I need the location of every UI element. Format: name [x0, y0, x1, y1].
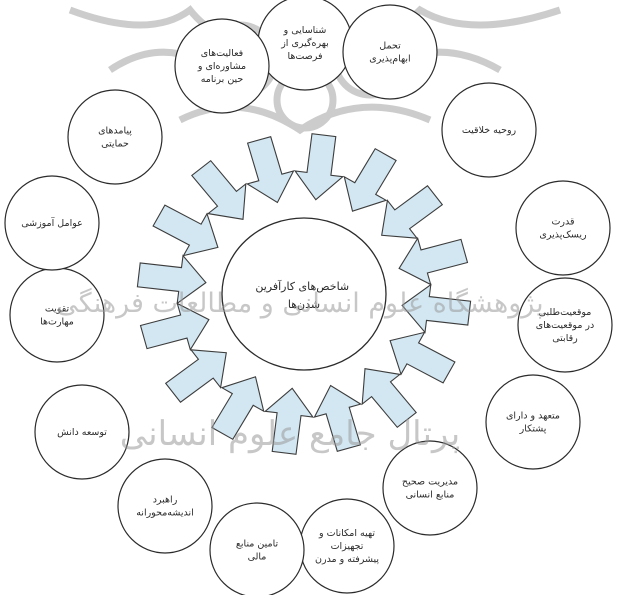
node: متعهد و دارای پشتکار — [486, 375, 580, 469]
node: تحمل ابهام‌پذیری — [343, 5, 437, 99]
node-label-line: پشتکار — [519, 424, 547, 435]
node: عوامل آموزشی — [5, 176, 99, 270]
node-label-line: پیامدهای — [98, 126, 132, 137]
inward-arrow — [390, 332, 455, 383]
node-label-line: در موقعیت‌های — [536, 320, 595, 331]
node-label-line: تجهیزات — [331, 541, 364, 552]
node-label-line: مدیریت صحیح — [402, 477, 458, 488]
node-label-line: تامین منابع — [236, 539, 279, 550]
node-label-line: توسعه دانش — [57, 427, 107, 438]
node-label-line: عوامل آموزشی — [21, 216, 83, 229]
watermark-line: پژوهشگاه علوم انسانی و مطالعات فرهنگی — [56, 287, 543, 319]
node-label-line: مالی — [248, 552, 267, 563]
node-label-line: اندیشه‌محورانه — [136, 508, 194, 519]
node-label: عوامل آموزشی — [21, 216, 83, 229]
inward-arrow — [153, 205, 218, 256]
node-label-line: شناسایی و — [283, 25, 327, 36]
node-label-line: پیشرفته و مدرن — [315, 554, 379, 565]
node-circle — [343, 5, 437, 99]
node: راهبرد اندیشه‌محورانه — [118, 459, 212, 553]
node-label-line: موقعیت‌طلبی — [539, 307, 592, 318]
node-label-line: مشاوره‌ای و — [197, 61, 246, 72]
node: پیامدهای حمایتی — [68, 90, 162, 184]
node-label-line: فعالیت‌های — [201, 48, 243, 59]
node: روحیه خلاقیت — [442, 83, 536, 177]
node-label: روحیه خلاقیت — [462, 125, 517, 136]
node-label-line: راهبرد — [153, 495, 178, 506]
node-label-line: حمایتی — [101, 139, 129, 150]
node: قدرت ریسک‌پذیری — [516, 181, 610, 275]
node-label-line: متعهد و دارای — [506, 411, 560, 422]
node-label: فعالیت‌های مشاوره‌ای و حین برنامه — [197, 48, 246, 85]
node-label-line: تحمل — [379, 41, 401, 52]
node: مدیریت صحیح منابع انسانی — [383, 441, 477, 535]
node-circle — [486, 375, 580, 469]
node-label-line: بهره‌گیری از — [280, 37, 329, 49]
inward-arrow — [295, 134, 343, 200]
inward-arrow — [247, 137, 293, 203]
inward-arrow — [166, 350, 227, 402]
node-circle — [68, 90, 162, 184]
node-label-line: فرصت‌ها — [287, 51, 322, 62]
node-label-line: رقابتی — [552, 333, 578, 344]
node-circle — [383, 441, 477, 535]
node: تهیه امکانات و تجهیزات پیشرفته و مدرن — [300, 499, 394, 593]
inward-arrow — [399, 238, 467, 284]
node: توسعه دانش — [35, 385, 129, 479]
node: تامین منابع مالی — [210, 503, 304, 595]
node-label-line: ریسک‌پذیری — [539, 230, 587, 241]
node-label-line: قدرت — [551, 217, 574, 228]
node-circle — [118, 459, 212, 553]
node: فعالیت‌های مشاوره‌ای و حین برنامه — [175, 19, 269, 113]
node-label-line: روحیه خلاقیت — [462, 125, 517, 136]
node-label: توسعه دانش — [57, 427, 107, 438]
inward-arrow — [382, 186, 443, 238]
node-label-line: حین برنامه — [201, 74, 244, 85]
node-label-line: تهیه امکانات و — [318, 528, 375, 539]
watermark-line: پرتال جامع علوم انسانی — [120, 414, 460, 454]
node-label-line: منابع انسانی — [406, 490, 455, 501]
node-label-line: ابهام‌پذیری — [369, 54, 410, 65]
inward-arrow — [192, 161, 246, 220]
node-circle — [516, 181, 610, 275]
